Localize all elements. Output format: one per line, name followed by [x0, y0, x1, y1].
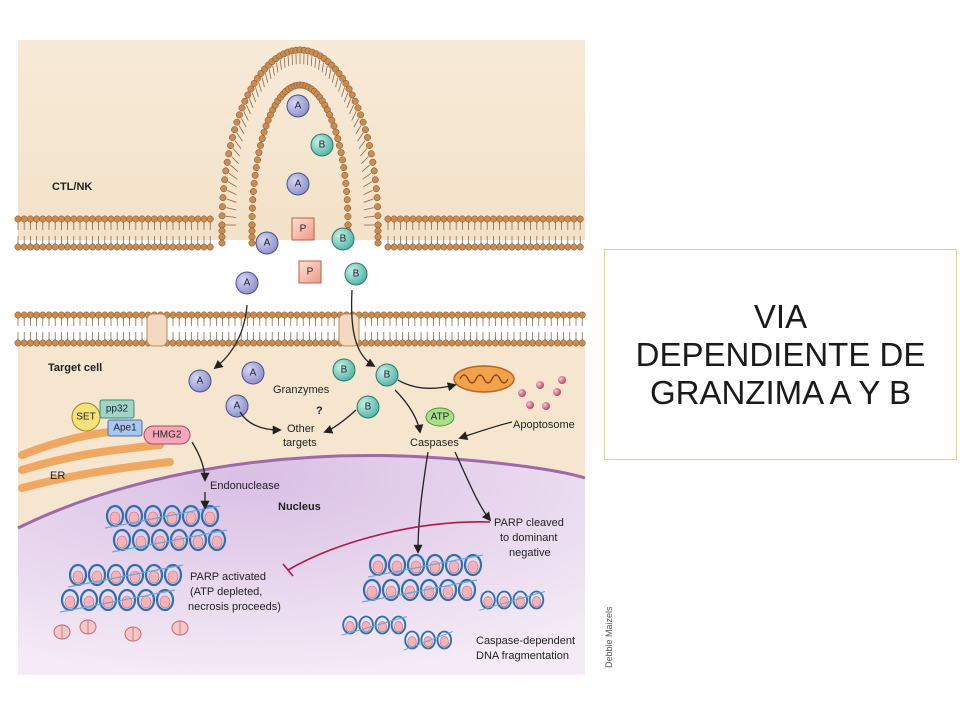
free-nucleosome-1: [79, 619, 97, 635]
arrow-apoptosome-caspase: [458, 421, 513, 441]
granule-letter-14: B: [365, 402, 372, 413]
parp-cleaved-line3: negative: [509, 547, 551, 559]
granule-a-5: [255, 231, 279, 255]
target-cell-label: Target cell: [48, 362, 102, 374]
pathway-arrows: [191, 289, 513, 554]
chromatin-fragment-1: [479, 590, 546, 611]
granule-b-7: [344, 262, 368, 286]
granule-letter-4: B: [340, 234, 347, 245]
apoptosome-label: Apoptosome: [513, 419, 575, 431]
arrow-caspase-dna: [413, 451, 429, 554]
ctl-nk-label: CTL/NK: [52, 181, 92, 193]
parp-activated-line3: necrosis proceeds): [188, 601, 281, 613]
granule-letter-9: A: [197, 376, 204, 387]
cytochrome-c-dots: [518, 376, 566, 410]
atp-label: ATP: [431, 412, 450, 423]
nuclear-envelope: [17, 454, 586, 530]
granule-letter-11: A: [234, 401, 241, 412]
granule-a-10: [241, 361, 265, 385]
parp-activated-line1: PARP activated: [190, 571, 266, 583]
granule-letter-0: A: [295, 101, 302, 112]
granule-a-11: [225, 394, 249, 418]
chromatin-intact-row-1: [104, 504, 221, 529]
caspase-dna-line2: DNA fragmentation: [476, 650, 569, 662]
granule-b-13: [375, 363, 399, 387]
title-line-1: VIA: [753, 297, 808, 335]
granule-letter-12: B: [341, 365, 348, 376]
granule-b-14: [356, 395, 380, 419]
cell-membranes: [14, 46, 586, 347]
arrow-b-caspase: [394, 389, 424, 434]
granule-b-4: [331, 227, 355, 251]
title-line-2: DEPENDIENTE DE: [635, 335, 926, 373]
granule-a-9: [188, 369, 212, 393]
chromatin-parp-row-2: [59, 588, 176, 613]
granule-letter-2: A: [295, 179, 302, 190]
other-targets-line1: Other: [287, 423, 315, 435]
mitochondrion-icon: [453, 365, 515, 393]
chromatin-group: [53, 504, 546, 651]
granule-letter-8: A: [244, 278, 251, 289]
granule-letter-10: A: [250, 368, 257, 379]
granule-b-1: [310, 133, 334, 157]
granule-letter-7: B: [353, 269, 360, 280]
caspase-dna-line1: Caspase-dependent: [476, 635, 575, 647]
set-complex: [71, 399, 191, 445]
granule-letter-5: A: [264, 238, 271, 249]
chromatin-caspase-row-1: [367, 553, 484, 578]
caspases-label: Caspases: [410, 437, 459, 449]
chromatin-caspase-row-2: [361, 578, 478, 603]
chromatin-parp-row-1: [67, 563, 184, 588]
set-label: SET: [76, 412, 95, 423]
arrow-hmg2-endonuclease: [191, 441, 210, 482]
other-targets-line2: targets: [283, 437, 317, 449]
granule-letter-13: B: [384, 370, 391, 381]
free-nucleosome-2: [124, 626, 142, 642]
parp-inhibition: [282, 521, 491, 577]
credit-label: Debbie Maizels: [604, 606, 614, 668]
chromatin-fragment-2: [341, 615, 408, 636]
granule-a-0: [286, 94, 310, 118]
parp-cleaved-line1: PARP cleaved: [494, 517, 564, 529]
title-line-3: GRANZIMA A Y B: [649, 373, 912, 411]
hmg2-label: HMG2: [153, 430, 182, 441]
granule-letter-6: P: [307, 267, 314, 278]
parp-activated-line2: (ATP depleted,: [190, 586, 262, 598]
arrow-a-entry: [213, 304, 248, 370]
granule-a-8: [235, 271, 259, 295]
granule-letter-3: P: [300, 224, 307, 235]
arrow-b-other: [323, 409, 357, 434]
arrow-b-mito: [397, 379, 457, 392]
granule-group: A B A P B A P B A A A A B B B: [188, 94, 399, 419]
nucleus-label: Nucleus: [278, 501, 321, 513]
parp-cleaved-line2: to dominant: [500, 532, 557, 544]
free-nucleosome-0: [53, 624, 71, 640]
granule-a-2: [286, 172, 310, 196]
endonuclease-label: Endonuclease: [210, 480, 280, 492]
free-nucleosome-3: [171, 620, 189, 636]
pp32-label: pp32: [106, 404, 129, 415]
title-box: VIA DEPENDIENTE DE GRANZIMA A Y B: [604, 249, 957, 460]
granule-p-3: [291, 217, 315, 241]
arrow-caspase-parp: [454, 451, 492, 522]
granule-letter-1: B: [319, 140, 326, 151]
granule-p-6: [298, 260, 322, 284]
chromatin-intact-row-2: [111, 528, 228, 553]
ctl-cell-region: [18, 40, 585, 240]
arrow-a-other: [239, 411, 282, 435]
er-label: ER: [50, 470, 65, 482]
ape1-label: Ape1: [113, 423, 137, 434]
granule-b-12: [332, 358, 356, 382]
atp-bubble: [425, 407, 455, 427]
arrow-b-entry: [350, 289, 376, 367]
chromatin-fragment-3: [403, 630, 453, 651]
question-mark: ?: [316, 405, 323, 417]
granzymes-label: Granzymes: [273, 384, 330, 396]
